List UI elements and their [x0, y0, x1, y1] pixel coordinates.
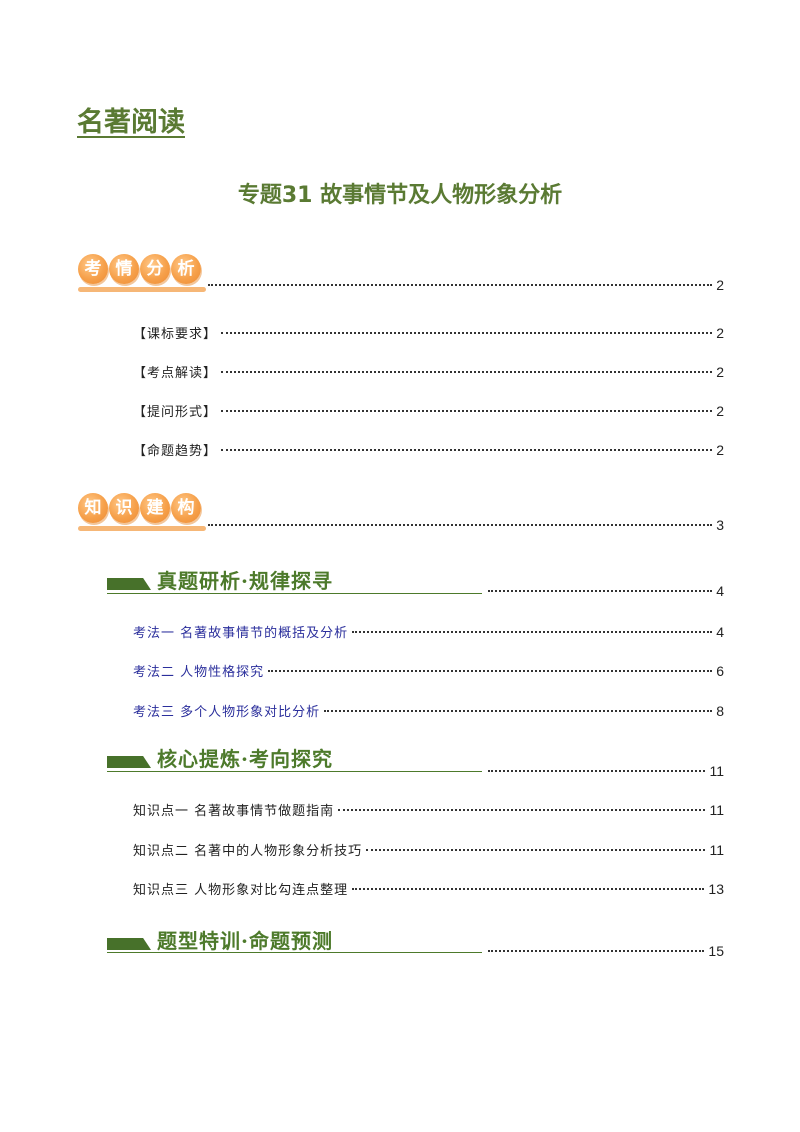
toc-row[interactable]: 考法二 人物性格探究 6: [133, 662, 724, 682]
banner-underline: [107, 771, 482, 772]
leader-dots: [208, 284, 713, 286]
leader-dots: [221, 332, 713, 334]
banner-title: 真题研析·规律探寻: [157, 569, 333, 593]
page-number: 2: [716, 442, 724, 458]
page-number: 4: [716, 583, 724, 599]
section-badge-kaoqing[interactable]: 考 情 分 析: [78, 254, 206, 292]
banner-title: 核心提炼·考向探究: [157, 747, 333, 771]
badge-char: 情: [109, 254, 139, 284]
badge-char: 构: [171, 493, 201, 523]
toc-row[interactable]: 【考点解读】 2: [133, 363, 724, 383]
badge-underline: [78, 526, 206, 531]
banner-bar-icon: [107, 578, 151, 590]
toc-row[interactable]: 知识点三 人物形象对比勾连点整理 13: [133, 880, 724, 900]
banner-zhenti[interactable]: 真题研析·规律探寻: [107, 565, 333, 594]
page-number: 2: [716, 277, 724, 293]
page-number: 11: [709, 842, 724, 858]
toc-row-banner1[interactable]: 4: [484, 582, 724, 600]
toc-label: 考法二 人物性格探究: [133, 665, 265, 680]
leader-dots: [221, 371, 713, 373]
leader-dots: [338, 809, 706, 811]
leader-dots: [324, 710, 713, 712]
leader-dots: [221, 449, 713, 451]
badge-char: 析: [171, 254, 201, 284]
leader-dots: [352, 888, 705, 890]
section-badge-zhishi[interactable]: 知 识 建 构: [78, 493, 206, 531]
page-number: 2: [716, 325, 724, 341]
toc-label: 考法一 名著故事情节的概括及分析: [133, 626, 349, 641]
toc-label: 知识点二 名著中的人物形象分析技巧: [133, 844, 363, 859]
toc-label: 考法三 多个人物形象对比分析: [133, 705, 321, 720]
badge-underline: [78, 287, 206, 292]
toc-row-banner3[interactable]: 15: [484, 942, 724, 960]
page-number: 3: [716, 517, 724, 533]
toc-label: 知识点一 名著故事情节做题指南: [133, 804, 335, 819]
page-number: 11: [709, 763, 724, 779]
toc-row-banner2[interactable]: 11: [484, 762, 724, 780]
page-number: 8: [716, 703, 724, 719]
page-number: 13: [708, 881, 724, 897]
badge-char: 分: [140, 254, 170, 284]
toc-row[interactable]: 【提问形式】 2: [133, 402, 724, 422]
banner-underline: [107, 952, 482, 953]
page-number: 4: [716, 624, 724, 640]
leader-dots: [352, 631, 713, 633]
page-number: 2: [716, 364, 724, 380]
page-number: 15: [708, 943, 724, 959]
banner-hexin[interactable]: 核心提炼·考向探究: [107, 743, 333, 772]
page-number: 6: [716, 663, 724, 679]
toc-row[interactable]: 知识点一 名著故事情节做题指南 11: [133, 801, 724, 821]
badge-char: 考: [78, 254, 108, 284]
toc-row[interactable]: 【命题趋势】 2: [133, 441, 724, 461]
toc-label: 【课标要求】: [133, 327, 218, 342]
leader-dots: [366, 849, 706, 851]
banner-underline: [107, 593, 482, 594]
toc-row[interactable]: 知识点二 名著中的人物形象分析技巧 11: [133, 841, 724, 861]
toc-label: 【提问形式】: [133, 405, 218, 420]
toc-label: 【考点解读】: [133, 366, 218, 381]
document-title: 专题31 故事情节及人物形象分析: [237, 183, 563, 208]
badge-char: 识: [109, 493, 139, 523]
toc-row[interactable]: 考法三 多个人物形象对比分析 8: [133, 702, 724, 722]
banner-bar-icon: [107, 756, 151, 768]
toc-row-section2[interactable]: 3: [204, 516, 724, 534]
banner-title: 题型特训·命题预测: [157, 929, 333, 953]
banner-bar-icon: [107, 938, 151, 950]
badge-char: 知: [78, 493, 108, 523]
leader-dots: [268, 670, 713, 672]
toc-row-section1[interactable]: 2: [204, 276, 724, 294]
toc-row[interactable]: 【课标要求】 2: [133, 324, 724, 344]
toc-row[interactable]: 考法一 名著故事情节的概括及分析 4: [133, 623, 724, 643]
page-number: 2: [716, 403, 724, 419]
toc-label: 知识点三 人物形象对比勾连点整理: [133, 883, 349, 898]
leader-dots: [488, 590, 713, 592]
toc-label: 【命题趋势】: [133, 444, 218, 459]
header-title: 名著阅读: [77, 107, 185, 138]
leader-dots: [221, 410, 713, 412]
banner-tixing[interactable]: 题型特训·命题预测: [107, 925, 333, 954]
page-number: 11: [709, 802, 724, 818]
badge-char: 建: [140, 493, 170, 523]
leader-dots: [488, 950, 705, 952]
leader-dots: [488, 770, 706, 772]
leader-dots: [208, 524, 713, 526]
